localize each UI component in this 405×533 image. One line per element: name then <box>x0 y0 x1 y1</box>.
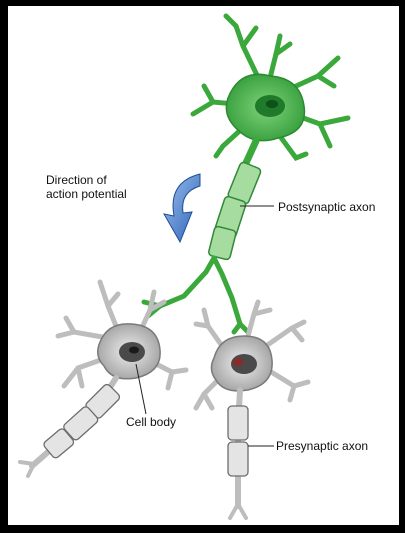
presynaptic-neuron-left <box>20 282 186 476</box>
direction-label-line2: action potential <box>46 187 127 201</box>
presynaptic-neuron-right <box>196 302 308 518</box>
direction-label-line1: Direction of <box>46 173 127 187</box>
presynaptic-axon-label: Presynaptic axon <box>276 439 368 453</box>
diagram-frame: Direction of action potential Postsynapt… <box>8 6 399 525</box>
direction-label: Direction of action potential <box>46 173 127 201</box>
postsynaptic-neuron <box>144 16 348 332</box>
postsynaptic-axon-label: Postsynaptic axon <box>278 200 375 214</box>
direction-arrow-icon <box>164 174 200 242</box>
cell-body-label: Cell body <box>126 415 176 429</box>
